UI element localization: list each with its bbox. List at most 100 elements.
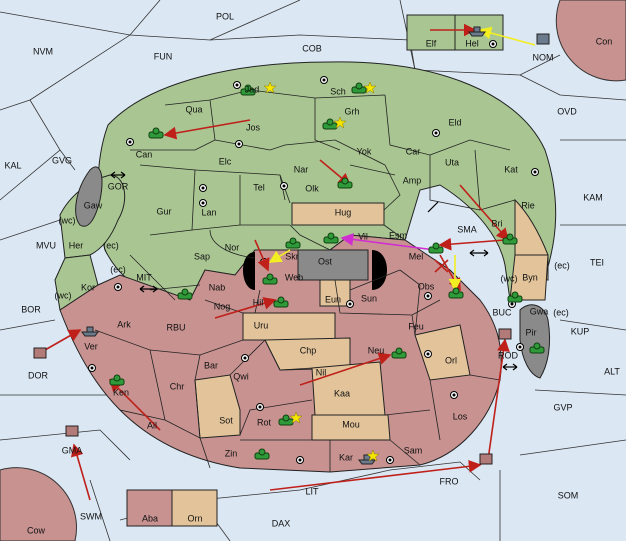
label-fun: FUN xyxy=(154,51,173,61)
label-ail: Ail xyxy=(147,420,157,430)
army-icon xyxy=(428,242,444,254)
label-wc-her: (wc) xyxy=(59,215,76,225)
region-aba[interactable] xyxy=(126,489,173,527)
label-cob: COB xyxy=(302,43,322,53)
fleet-icon xyxy=(536,33,550,45)
label-hug: Hug xyxy=(335,207,352,217)
orders xyxy=(44,23,536,501)
label-lan: Lan xyxy=(201,207,216,217)
label-wc-kor: (wc) xyxy=(55,290,72,300)
label-ark: Ark xyxy=(117,319,131,329)
label-kal: KAL xyxy=(4,160,21,170)
army-icon xyxy=(254,448,270,460)
label-gvp: GVP xyxy=(553,402,572,412)
label-gvg: GVG xyxy=(52,155,72,165)
region-ost[interactable] xyxy=(297,249,369,281)
label-skr: Skr xyxy=(285,251,299,261)
region-cow[interactable] xyxy=(0,467,77,541)
label-elf: Elf xyxy=(426,38,437,48)
label-gor: GOR xyxy=(108,181,129,191)
label-tel: Tel xyxy=(253,182,265,192)
region-orn[interactable] xyxy=(171,489,218,527)
label-orl: Orl xyxy=(445,355,457,365)
label-kaa: Kaa xyxy=(334,388,350,398)
label-yok: Yok xyxy=(357,146,372,156)
label-aba: Aba xyxy=(142,513,158,523)
label-eld: Eld xyxy=(448,117,461,127)
label-bar: Bar xyxy=(204,360,218,370)
army-icon xyxy=(323,232,339,244)
label-rie: Rie xyxy=(521,200,535,210)
label-uta: Uta xyxy=(445,157,459,167)
label-vil: Vil xyxy=(358,231,368,241)
army-icon xyxy=(351,82,367,94)
label-ec-her: (ec) xyxy=(103,240,119,250)
army-icon xyxy=(285,237,301,249)
label-zin: Zin xyxy=(225,448,238,458)
region-hug[interactable] xyxy=(291,202,385,226)
label-rod: ROD xyxy=(498,350,519,360)
label-kar: Kar xyxy=(339,452,353,462)
region-pir[interactable] xyxy=(519,304,551,379)
label-nog: Nog xyxy=(214,301,231,311)
label-sch: Sch xyxy=(330,86,346,96)
army-icon xyxy=(507,291,523,303)
label-gwa: Gwa xyxy=(530,306,549,316)
label-cow: Cow xyxy=(27,525,46,535)
label-byn: Byn xyxy=(522,272,538,282)
label-uru: Uru xyxy=(254,320,269,330)
label-bri: Bri xyxy=(492,218,503,228)
label-rbu: RBU xyxy=(166,322,185,332)
label-ost: Ost xyxy=(318,256,333,266)
label-kup: KUP xyxy=(571,326,590,336)
army-icon xyxy=(337,177,353,189)
label-feu: Feu xyxy=(408,321,424,331)
label-nom: NOM xyxy=(533,52,554,62)
army-icon xyxy=(448,287,464,299)
label-ovd: OVD xyxy=(557,106,577,116)
label-web: Web xyxy=(285,272,303,282)
label-dor: DOR xyxy=(28,370,49,380)
label-neu: Neu xyxy=(368,345,385,355)
label-ver: Ver xyxy=(84,341,98,351)
label-ken: Ken xyxy=(113,387,129,397)
label-nar: Nar xyxy=(294,164,309,174)
army-icon xyxy=(240,84,256,96)
label-rot: Rot xyxy=(257,417,272,427)
fleet-icon xyxy=(479,453,493,465)
label-mvu: MVU xyxy=(36,240,56,250)
label-swm: SWM xyxy=(80,511,102,521)
label-gma: GMA xyxy=(62,445,83,455)
region-gaw[interactable] xyxy=(75,166,103,227)
fleet-icon xyxy=(468,26,486,37)
label-ec-kor: (ec) xyxy=(110,264,126,274)
fleet-icon xyxy=(81,326,99,337)
label-sot: Sot xyxy=(219,415,233,425)
label-buc: BUC xyxy=(492,307,512,317)
label-kor: Kor xyxy=(81,282,95,292)
label-mou: Mou xyxy=(342,419,360,429)
label-som: SOM xyxy=(558,490,579,500)
label-obs: Obs xyxy=(418,281,435,291)
label-mel: Mel xyxy=(409,251,424,261)
star-icon xyxy=(363,81,377,94)
region-byn[interactable] xyxy=(509,254,549,301)
army-icon xyxy=(391,347,407,359)
label-grh: Grh xyxy=(344,106,359,116)
units xyxy=(33,26,550,465)
label-jad: Jad xyxy=(245,84,260,94)
label-can: Can xyxy=(136,149,153,159)
region-con[interactable] xyxy=(555,0,626,82)
army-icon xyxy=(273,296,289,308)
label-bor: BOR xyxy=(21,304,41,314)
army-icon xyxy=(529,342,545,354)
star-icon xyxy=(366,449,380,462)
region-elf[interactable] xyxy=(406,14,456,51)
label-sun: Sun xyxy=(361,293,377,303)
fleet-icon xyxy=(33,347,47,359)
label-ec-gwa: (ec) xyxy=(553,307,569,317)
label-qwi: Qwi xyxy=(233,371,249,381)
label-tei: TEI xyxy=(590,257,604,267)
army-icon xyxy=(502,233,518,245)
